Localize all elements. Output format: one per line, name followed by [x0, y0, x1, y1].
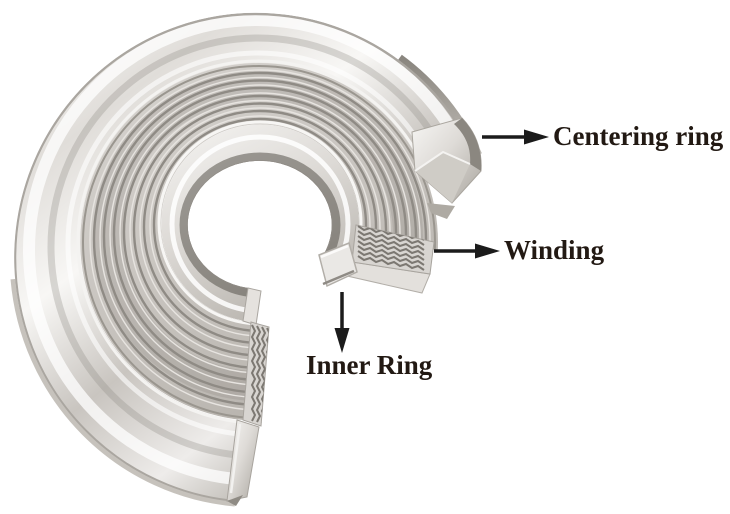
- annotation-arrows: [334, 129, 549, 353]
- gasket-hole-edge: [187, 160, 333, 290]
- centering-ring-arrowhead: [524, 129, 549, 145]
- gasket-hole-shadow: [179, 152, 341, 298]
- inner-ring-arrowhead: [334, 328, 350, 353]
- inner-ring-label: Inner Ring: [306, 350, 433, 380]
- winding-cut-face-upper: [346, 224, 435, 294]
- centering-ring-end-block-lower: [226, 419, 260, 506]
- outer-rim-edge-bottom-left: [10, 278, 236, 507]
- inner-ring-tab: [318, 241, 358, 288]
- centering-ring-label: Centering ring: [553, 121, 724, 151]
- winding-label: Winding: [504, 235, 605, 265]
- centering-ring-end-block-upper: [411, 117, 482, 219]
- winding-arrowhead: [475, 243, 500, 259]
